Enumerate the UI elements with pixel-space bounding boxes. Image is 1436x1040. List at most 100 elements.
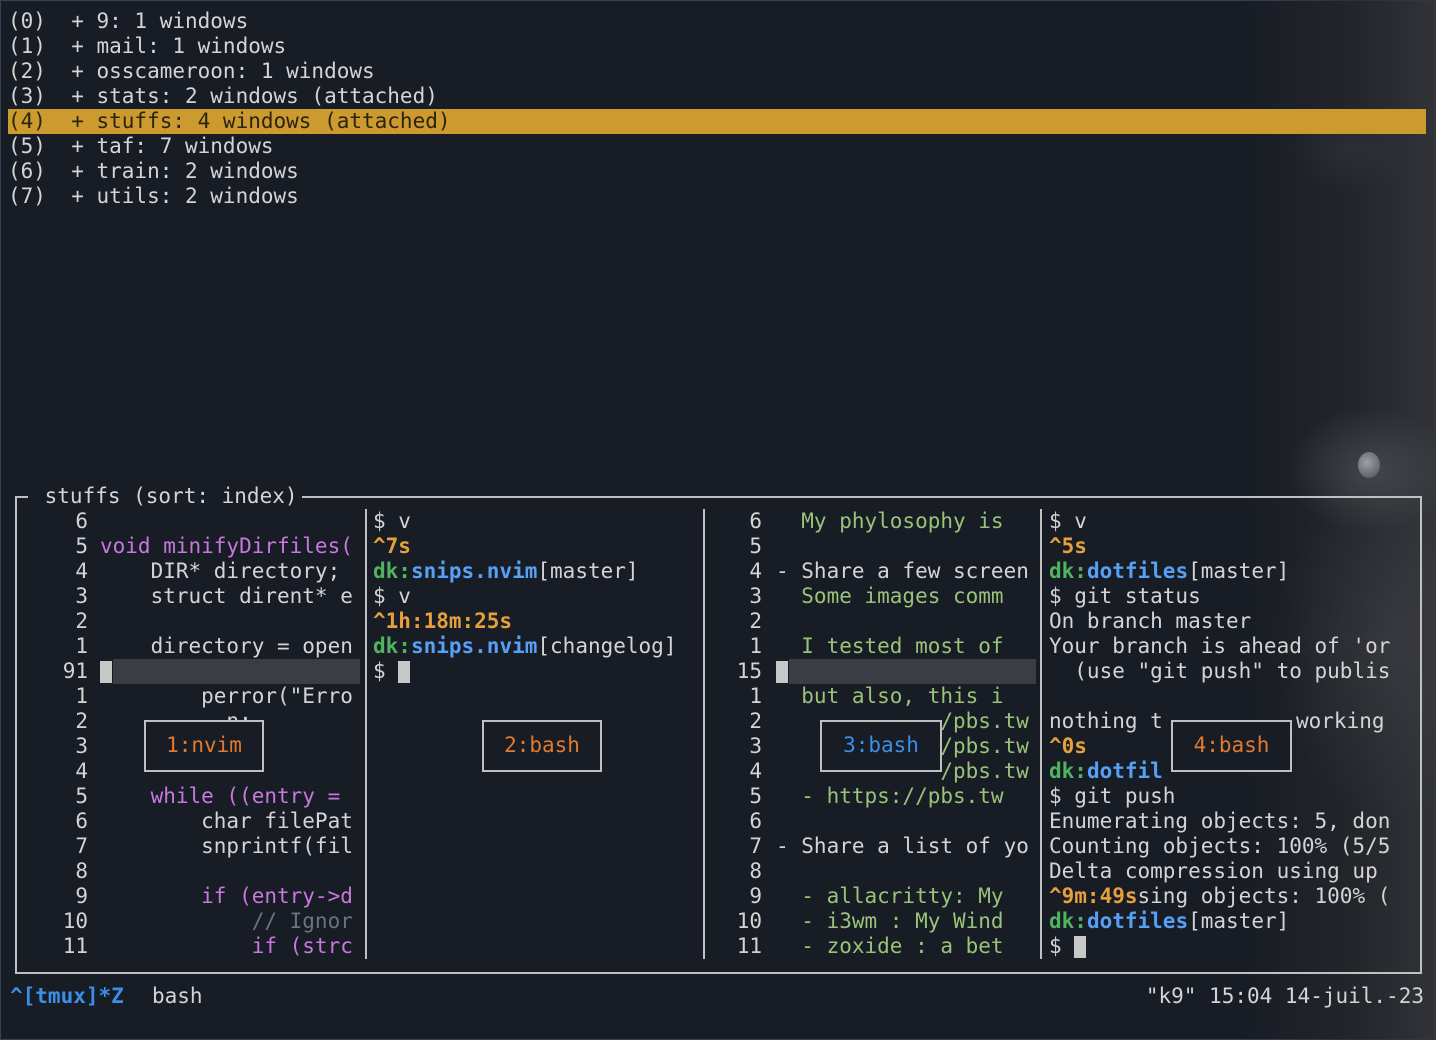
output-line: (use "git push" to publis xyxy=(1049,659,1391,683)
session-item[interactable]: (0) + 9: 1 windows xyxy=(8,9,249,33)
line-number: 4 xyxy=(749,559,762,583)
code-line: struct dirent* e xyxy=(100,584,353,608)
line-number: 10 xyxy=(62,909,88,933)
git-prompt: dk:dotfil xyxy=(1049,759,1163,783)
code-line: but also, this i xyxy=(776,684,1004,708)
code-line: void minifyDirfiles( xyxy=(100,534,353,558)
output-line: ^9m:49ssing objects: 100% ( xyxy=(1049,884,1391,908)
session-preview xyxy=(15,496,1422,974)
line-number: 1 xyxy=(749,634,762,658)
code-line: /pbs.tw xyxy=(940,709,1029,733)
code-line: char filePat xyxy=(100,809,353,833)
line-number: 5 xyxy=(75,534,88,558)
code-line: // Ignor xyxy=(100,909,353,933)
code-line: perror("Erro xyxy=(100,684,353,708)
code-line: - allacritty: My xyxy=(776,884,1004,908)
line-number: 4 xyxy=(75,759,88,783)
code-line: - zoxide : a bet xyxy=(776,934,1004,958)
code-line: - Share a list of yo xyxy=(776,834,1029,858)
code-line: if (strc xyxy=(100,934,353,958)
line-number: 7 xyxy=(75,834,88,858)
output-line: Enumerating objects: 5, don xyxy=(1049,809,1391,833)
code-line: while ((entry = xyxy=(100,784,341,808)
cursorline xyxy=(789,659,1036,684)
session-item[interactable]: (5) + taf: 7 windows xyxy=(8,134,274,158)
code-line: if (entry->d xyxy=(100,884,353,908)
line-number: 6 xyxy=(75,809,88,833)
prompt-line: $ v xyxy=(1049,509,1087,533)
status-right: "k9" 15:04 14-juil.-23 xyxy=(1145,984,1424,1008)
pane-label-2[interactable]: 2:bash xyxy=(482,720,602,772)
code-line: snprintf(fil xyxy=(100,834,353,858)
elapsed-time: ^0s xyxy=(1049,734,1087,758)
line-number: 1 xyxy=(75,684,88,708)
code-line: DIR* directory; xyxy=(100,559,341,583)
line-number: 4 xyxy=(75,559,88,583)
line-number: 4 xyxy=(749,759,762,783)
elapsed-time: ^7s xyxy=(373,534,411,558)
line-number: 3 xyxy=(749,734,762,758)
output-line: Delta compression using up xyxy=(1049,859,1378,883)
preview-title: stuffs (sort: index) xyxy=(28,484,302,509)
session-item[interactable]: (3) + stats: 2 windows (attached) xyxy=(8,84,438,108)
line-number: 15 xyxy=(736,659,762,683)
code-line: directory = open xyxy=(100,634,353,658)
prompt-line[interactable]: $ xyxy=(373,659,411,684)
output-line: $ git status xyxy=(1049,584,1201,608)
line-number: 6 xyxy=(75,509,88,533)
terminal-cursor xyxy=(398,661,411,683)
line-number: 8 xyxy=(749,859,762,883)
output-line: Your branch is ahead of 'or xyxy=(1049,634,1391,658)
code-line: - i3wm : My Wind xyxy=(776,909,1004,933)
pane-label-4[interactable]: 4:bash xyxy=(1171,720,1292,772)
pane-divider xyxy=(1040,509,1042,959)
line-number: 6 xyxy=(749,809,762,833)
line-number: 2 xyxy=(75,609,88,633)
line-number: 2 xyxy=(749,709,762,733)
line-number: 10 xyxy=(736,909,762,933)
status-window-name[interactable]: bash xyxy=(152,984,203,1008)
session-item[interactable]: (6) + train: 2 windows xyxy=(8,159,299,183)
terminal-cursor xyxy=(1074,936,1087,958)
line-number: 1 xyxy=(749,684,762,708)
code-line: - https://pbs.tw xyxy=(776,784,1004,808)
line-number: 8 xyxy=(75,859,88,883)
output-line: nothing t xyxy=(1049,709,1163,733)
pane-divider xyxy=(703,509,705,959)
code-line: /pbs.tw xyxy=(940,734,1029,758)
line-number: 3 xyxy=(749,584,762,608)
session-item[interactable]: (7) + utils: 2 windows xyxy=(8,184,299,208)
line-number: 7 xyxy=(749,834,762,858)
line-number: 5 xyxy=(749,534,762,558)
line-number: 2 xyxy=(75,709,88,733)
line-number: 5 xyxy=(749,784,762,808)
code-line: Some images comm xyxy=(776,584,1004,608)
line-number: 11 xyxy=(736,934,762,958)
code-line: My phylosophy is xyxy=(776,509,1004,533)
wallpaper-cat-image xyxy=(1240,0,1436,1040)
output-line: On branch master xyxy=(1049,609,1252,633)
line-number: 1 xyxy=(75,634,88,658)
prompt-line: $ v xyxy=(373,509,411,533)
session-item[interactable]: (1) + mail: 1 windows xyxy=(8,34,287,58)
line-number: 2 xyxy=(749,609,762,633)
pane-divider xyxy=(365,509,367,959)
git-prompt: dk:dotfiles[master] xyxy=(1049,559,1290,583)
session-item[interactable]: (2) + osscameroon: 1 windows xyxy=(8,59,375,83)
prompt-line: $ v xyxy=(373,584,411,608)
nvim-cursor xyxy=(100,659,112,684)
prompt-line[interactable]: $ xyxy=(1049,934,1087,959)
cat-eye xyxy=(1358,452,1380,478)
line-number: 91 xyxy=(62,659,88,683)
output-line: working xyxy=(1296,709,1385,733)
elapsed-time: ^5s xyxy=(1049,534,1087,558)
git-prompt: dk:snips.nvim[changelog] xyxy=(373,634,677,658)
output-line: $ git push xyxy=(1049,784,1176,808)
pane-label-3[interactable]: 3:bash xyxy=(820,720,942,772)
session-item-selected[interactable]: (4) + stuffs: 4 windows (attached) xyxy=(8,109,1426,134)
line-number: 3 xyxy=(75,584,88,608)
line-number: 9 xyxy=(75,884,88,908)
line-number: 6 xyxy=(749,509,762,533)
pane-label-1[interactable]: 1:nvim xyxy=(144,720,264,772)
code-line: /pbs.tw xyxy=(940,759,1029,783)
